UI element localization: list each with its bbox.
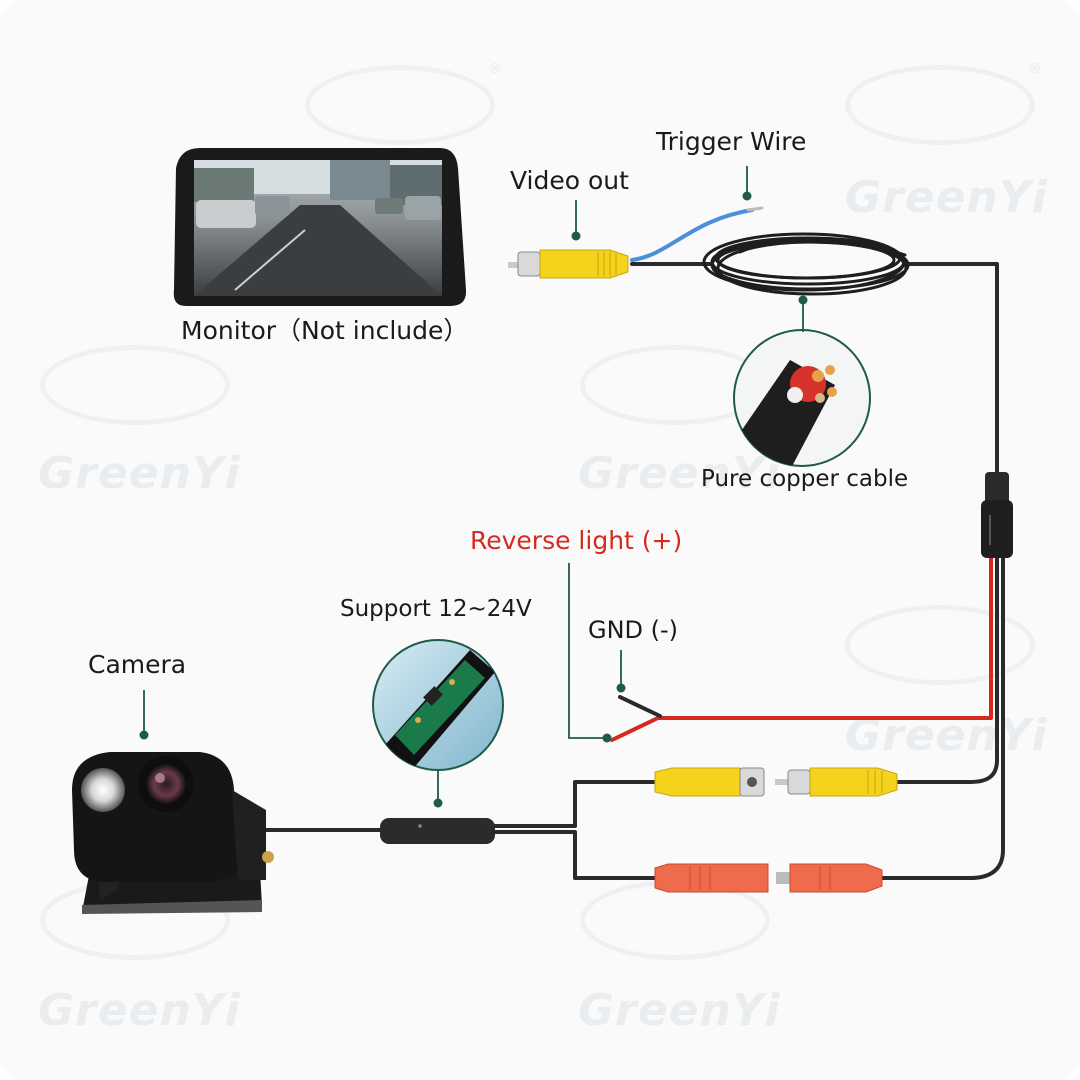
watermark-registered-mark: ® bbox=[1028, 61, 1042, 77]
gnd-red-cable bbox=[610, 715, 662, 742]
pure-copper-cable-label: Pure copper cable bbox=[701, 466, 909, 492]
monitor-label: Monitor（Not include） bbox=[181, 316, 469, 345]
trigger-wire-tip bbox=[746, 206, 764, 212]
watermark-registered-mark: ® bbox=[488, 61, 502, 77]
watermark-logo bbox=[845, 605, 1035, 685]
camera-device bbox=[72, 752, 274, 914]
watermark-logo bbox=[40, 345, 230, 425]
gnd-black-wire bbox=[618, 695, 662, 718]
watermark-brand: GreenYi bbox=[845, 172, 1048, 223]
extension-red-power-connector bbox=[776, 863, 883, 893]
power-black-cable-2 bbox=[878, 553, 1005, 880]
camera-label: Camera bbox=[88, 650, 187, 679]
camera-cable-split-2 bbox=[493, 830, 657, 880]
inline-power-module bbox=[380, 818, 495, 844]
watermark-logo bbox=[845, 65, 1035, 145]
watermark-brand: GreenYi bbox=[38, 985, 241, 1036]
trigger-wire-label: Trigger Wire bbox=[656, 127, 807, 156]
video-out-label: Video out bbox=[510, 166, 629, 195]
cable-splitter bbox=[981, 472, 1013, 558]
watermark-brand: GreenYi bbox=[578, 985, 781, 1036]
power-black-cable bbox=[895, 553, 999, 784]
watermark-logo bbox=[305, 65, 495, 145]
extension-yellow-rca-male bbox=[775, 767, 898, 797]
camera-red-power-connector bbox=[654, 863, 769, 893]
power-red-cable bbox=[656, 553, 993, 720]
copper-cable-closeup bbox=[733, 329, 871, 467]
main-video-cable bbox=[903, 262, 999, 474]
monitor-device bbox=[173, 148, 467, 306]
coiled-cable bbox=[702, 232, 910, 296]
power-module-closeup bbox=[372, 639, 504, 771]
cable-network bbox=[260, 206, 1005, 880]
watermark-brand: GreenYi bbox=[38, 448, 241, 499]
gnd-label: GND (-) bbox=[588, 616, 679, 644]
reverse-light-label: Reverse light (+) bbox=[470, 526, 683, 555]
video-out-rca-connector bbox=[508, 249, 629, 279]
watermark-brand: GreenYi bbox=[578, 448, 781, 499]
support-voltage-label: Support 12~24V bbox=[340, 596, 532, 622]
leader-lines bbox=[139, 166, 808, 808]
camera-yellow-rca-female bbox=[654, 767, 765, 797]
camera-cable-split bbox=[493, 780, 657, 828]
trigger-wire bbox=[630, 208, 754, 262]
